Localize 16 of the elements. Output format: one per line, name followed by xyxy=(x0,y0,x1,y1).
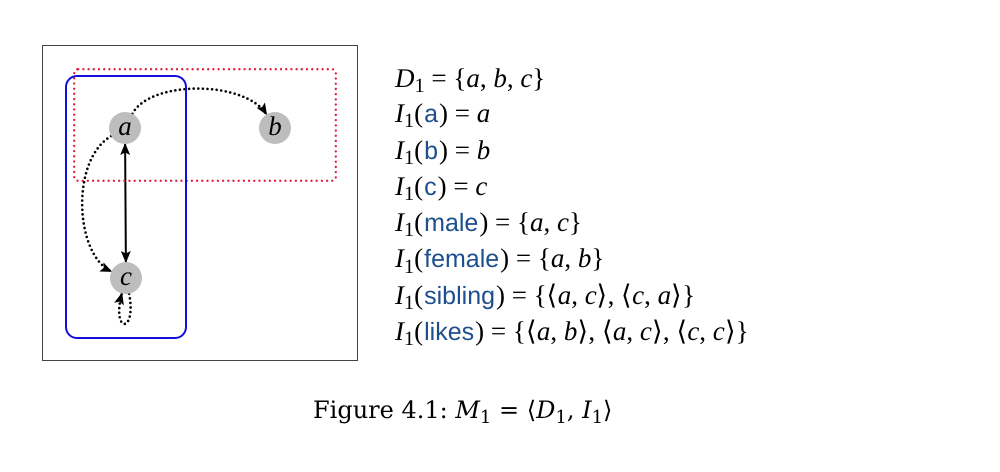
self-loop-arrow xyxy=(114,292,132,326)
graph-node: c xyxy=(110,262,142,294)
curved-arrow xyxy=(131,87,268,116)
equation: I$_{1}$(male) = {a, c} xyxy=(395,206,582,242)
equation: I$_{1}$(b) = b xyxy=(395,134,490,169)
double-headed-arrow xyxy=(120,143,131,263)
figure-caption: Figure 4.1: M$_{1}$ = ⟨D$_{1}$, I$_{1}$⟩ xyxy=(313,395,612,427)
equation: I$_{1}$(sibling) = {⟨a, c⟩, ⟨c, a⟩} xyxy=(395,278,696,314)
equation: I$_{1}$(likes) = {⟨a, b⟩, ⟨a, c⟩, ⟨c, c⟩} xyxy=(395,315,749,350)
equation: I$_{1}$(c) = c xyxy=(395,170,488,206)
graph-node: b xyxy=(259,112,291,144)
graph-node: a xyxy=(109,112,141,144)
equation: I$_{1}$(a) = a xyxy=(395,97,490,133)
equation: D$_{1}$ = {a, b, c} xyxy=(395,62,546,96)
curved-arrow xyxy=(80,134,113,273)
equation: I$_{1}$(female) = {a, b} xyxy=(395,242,604,278)
